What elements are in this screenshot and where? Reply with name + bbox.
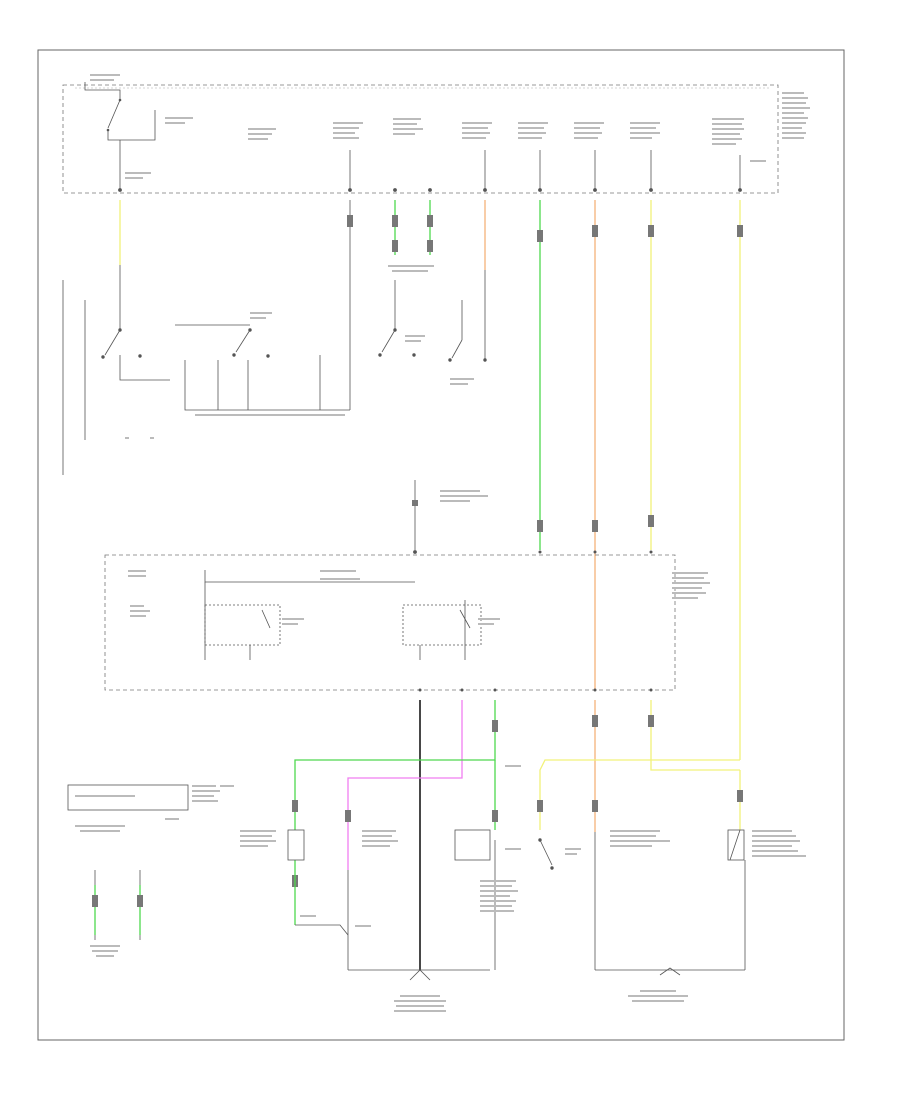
wire-yellow-right [737, 200, 743, 760]
wire-yellow-mid [648, 200, 654, 554]
page-frame [37, 49, 845, 1041]
switch-pair-middle-labels [405, 335, 474, 385]
switch-cluster-left [62, 200, 353, 475]
bottom-labels [75, 765, 806, 1012]
wire-orange-lower [592, 700, 598, 832]
left-bottom-block [67, 784, 189, 940]
wire-green-pair [388, 200, 434, 272]
wire-green-lower [292, 700, 498, 925]
top-control-module [62, 74, 810, 194]
wire-yellow-lower [537, 700, 743, 830]
center-sensor-label [440, 490, 488, 502]
switch-cluster-left-labels [125, 312, 345, 439]
wire-green-long [537, 200, 543, 554]
switches-right [594, 829, 746, 976]
relay-module [104, 554, 710, 692]
wire-pink [345, 700, 463, 970]
wire-orange-long [592, 200, 598, 690]
left-bottom-wires [92, 885, 143, 935]
ground-left [348, 969, 490, 981]
motor-left [287, 829, 349, 936]
center-sensor-switch [412, 480, 418, 554]
switch-pair-middle [378, 280, 487, 362]
